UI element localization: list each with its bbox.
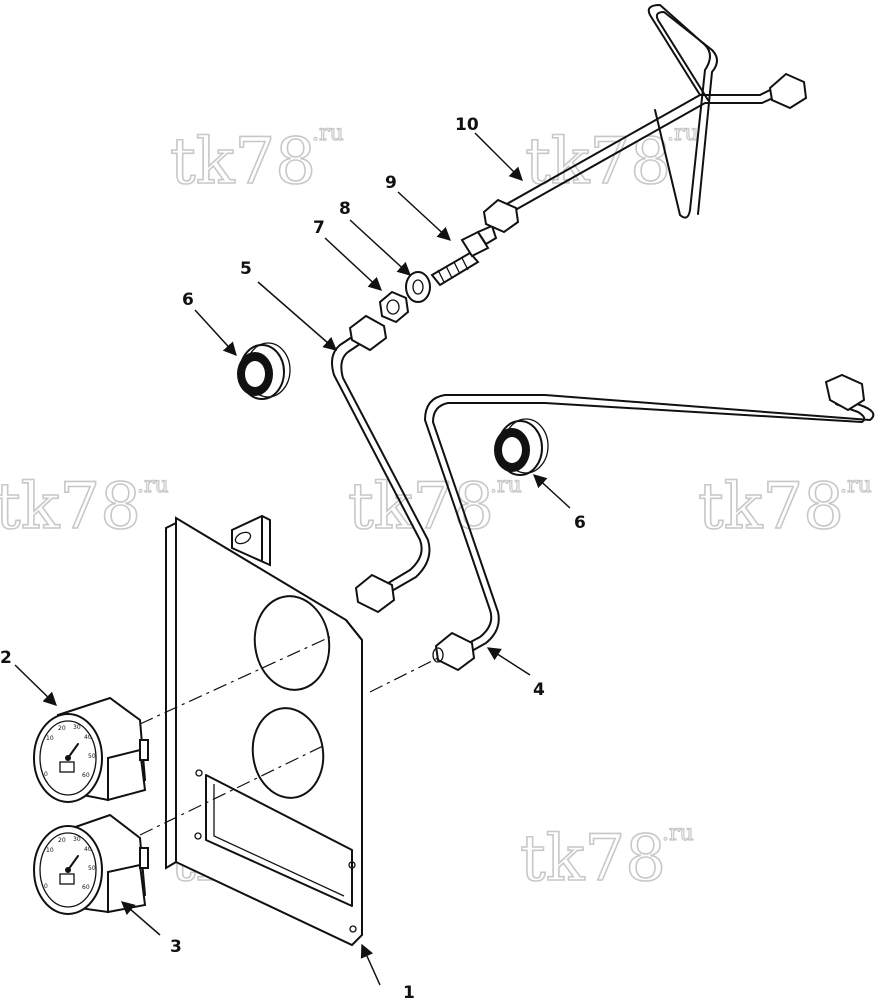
svg-text:0: 0 bbox=[44, 883, 48, 890]
svg-text:10: 10 bbox=[46, 735, 54, 742]
tube-4 bbox=[424, 373, 875, 672]
watermark-bottom-center: tk78 .ru bbox=[519, 820, 694, 896]
svg-text:20: 20 bbox=[58, 837, 66, 844]
callout-label-10: 10 bbox=[455, 115, 479, 135]
callout-label-1: 1 bbox=[403, 983, 415, 1000]
callout-arrow-4 bbox=[486, 647, 531, 676]
watermark-mid-right: tk78 .ru bbox=[697, 469, 872, 545]
bulkhead-fitting bbox=[430, 224, 498, 287]
watermark-text: tk78 bbox=[698, 470, 844, 544]
watermark-text: tk78 bbox=[348, 470, 494, 544]
tube-5 bbox=[331, 314, 431, 614]
svg-text:30: 30 bbox=[73, 724, 81, 731]
mounting-panel bbox=[165, 514, 363, 947]
watermark-suffix: .ru bbox=[662, 821, 694, 846]
callout-label-2: 2 bbox=[0, 648, 12, 668]
watermark-suffix: .ru bbox=[667, 121, 699, 146]
svg-text:60: 60 bbox=[82, 772, 90, 779]
watermark-suffix: .ru bbox=[840, 473, 872, 498]
svg-text:60: 60 bbox=[82, 884, 90, 891]
grommet-left bbox=[237, 342, 291, 400]
svg-text:0: 0 bbox=[44, 771, 48, 778]
gauge-dial-marks: 10 20 30 40 50 60 0 bbox=[44, 836, 96, 891]
watermark-suffix: .ru bbox=[312, 121, 344, 146]
svg-text:40: 40 bbox=[84, 846, 92, 853]
watermark-mid-left: tk78 .ru bbox=[0, 469, 169, 545]
callout-label-3: 3 bbox=[170, 937, 182, 957]
callout-arrow-2 bbox=[14, 664, 57, 706]
watermark-text: tk78 bbox=[170, 125, 316, 199]
callout-arrow-10 bbox=[474, 132, 523, 181]
tube-10 bbox=[482, 4, 808, 234]
svg-text:10: 10 bbox=[46, 847, 54, 854]
callout-arrow-5 bbox=[257, 281, 338, 351]
hex-nut bbox=[378, 290, 410, 324]
lower-pressure-gauge: 10 20 30 40 50 60 0 bbox=[33, 813, 149, 915]
callout-arrow-8 bbox=[349, 219, 411, 276]
gauge-dial-marks: 10 20 30 40 50 60 0 bbox=[44, 724, 96, 779]
upper-pressure-gauge: 10 20 30 40 50 60 0 bbox=[33, 696, 149, 803]
callout-label-9: 9 bbox=[385, 173, 397, 193]
watermark-suffix: .ru bbox=[490, 473, 522, 498]
watermark-mid-center: tk78 .ru bbox=[347, 469, 522, 545]
watermark-suffix: .ru bbox=[137, 473, 169, 498]
callout-arrow-9 bbox=[397, 191, 451, 241]
callout-arrow-6a bbox=[194, 309, 237, 356]
alignment-lines bbox=[139, 636, 441, 836]
svg-text:50: 50 bbox=[88, 865, 96, 872]
callout-arrow-6b bbox=[533, 474, 571, 509]
callout-arrows bbox=[14, 132, 571, 986]
washer bbox=[405, 271, 431, 303]
svg-text:20: 20 bbox=[58, 725, 66, 732]
svg-text:30: 30 bbox=[73, 836, 81, 843]
callout-label-4: 4 bbox=[533, 680, 545, 700]
watermark-text: tk78 bbox=[525, 125, 671, 199]
grommet-right bbox=[494, 418, 549, 476]
watermark-top-center: tk78 .ru bbox=[524, 120, 699, 199]
svg-text:40: 40 bbox=[84, 734, 92, 741]
callout-labels: 1 2 3 4 5 6 6 7 8 9 10 bbox=[0, 115, 586, 1000]
callout-arrow-3 bbox=[120, 901, 161, 936]
svg-text:50: 50 bbox=[88, 753, 96, 760]
watermark-text: tk78 bbox=[0, 470, 141, 544]
callout-label-5: 5 bbox=[240, 259, 252, 279]
watermark-top-left: tk78 .ru bbox=[169, 120, 344, 199]
watermark-text: tk78 bbox=[520, 822, 666, 896]
callout-arrow-1 bbox=[360, 943, 381, 986]
callout-label-6b: 6 bbox=[574, 513, 586, 533]
callout-arrow-7 bbox=[324, 237, 382, 291]
callout-label-7: 7 bbox=[313, 218, 325, 238]
callout-label-8: 8 bbox=[339, 199, 351, 219]
callout-label-6a: 6 bbox=[182, 290, 194, 310]
